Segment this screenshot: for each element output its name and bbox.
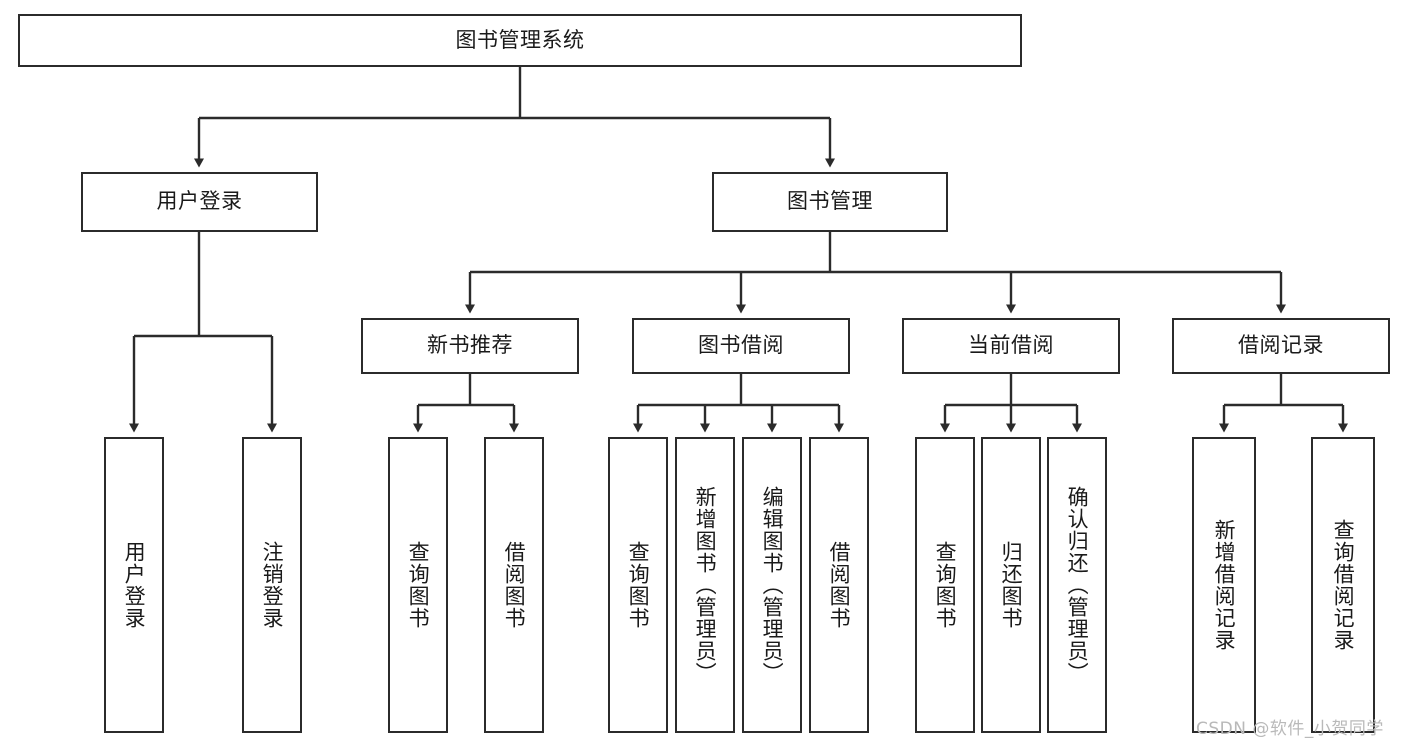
node-label: 新书推荐 xyxy=(427,333,513,358)
leaf-borrow-book-1[interactable]: 借阅图书 xyxy=(484,437,544,733)
node-label: 图书借阅 xyxy=(698,333,784,358)
node-label: 用户登录 xyxy=(156,189,243,214)
leaf-edit-book[interactable]: 编辑图书（管理员） xyxy=(742,437,802,733)
leaf-user-login[interactable]: 用户登录 xyxy=(104,437,164,733)
node-label: 归还图书 xyxy=(999,541,1024,629)
node-label: 查询借阅记录 xyxy=(1331,519,1356,651)
csdn-watermark: CSDN @软件_小贺同学 xyxy=(1196,719,1384,739)
node-label: 图书管理系统 xyxy=(455,27,585,52)
leaf-borrow-book-2[interactable]: 借阅图书 xyxy=(809,437,869,733)
node-label: 借阅记录 xyxy=(1238,333,1324,358)
leaf-query-record[interactable]: 查询借阅记录 xyxy=(1311,437,1375,733)
leaf-add-book[interactable]: 新增图书（管理员） xyxy=(675,437,735,733)
node-label: 注销登录 xyxy=(260,541,285,629)
node-borrow-record[interactable]: 借阅记录 xyxy=(1172,318,1390,374)
leaf-query-book-1[interactable]: 查询图书 xyxy=(388,437,448,733)
leaf-query-book-2[interactable]: 查询图书 xyxy=(608,437,668,733)
leaf-confirm-return[interactable]: 确认归还（管理员） xyxy=(1047,437,1107,733)
node-label: 查询图书 xyxy=(933,541,958,629)
node-label: 用户登录 xyxy=(122,541,147,629)
node-label: 查询图书 xyxy=(626,541,651,629)
node-label: 编辑图书（管理员） xyxy=(760,486,785,684)
node-label: 查询图书 xyxy=(406,541,431,629)
node-label: 新增借阅记录 xyxy=(1212,519,1237,651)
node-book-borrow[interactable]: 图书借阅 xyxy=(632,318,850,374)
node-root[interactable]: 图书管理系统 xyxy=(18,14,1022,67)
node-label: 图书管理 xyxy=(787,189,873,214)
node-label: 借阅图书 xyxy=(502,541,527,629)
leaf-add-record[interactable]: 新增借阅记录 xyxy=(1192,437,1256,733)
node-user-login[interactable]: 用户登录 xyxy=(81,172,318,232)
node-current-borrow[interactable]: 当前借阅 xyxy=(902,318,1120,374)
node-label: 借阅图书 xyxy=(827,541,852,629)
node-label: 确认归还（管理员） xyxy=(1065,486,1090,684)
leaf-query-book-3[interactable]: 查询图书 xyxy=(915,437,975,733)
leaf-user-logout[interactable]: 注销登录 xyxy=(242,437,302,733)
node-book-manage[interactable]: 图书管理 xyxy=(712,172,948,232)
leaf-return-book[interactable]: 归还图书 xyxy=(981,437,1041,733)
node-label: 新增图书（管理员） xyxy=(693,486,718,684)
node-label: 当前借阅 xyxy=(968,333,1054,358)
node-new-book-rec[interactable]: 新书推荐 xyxy=(361,318,579,374)
